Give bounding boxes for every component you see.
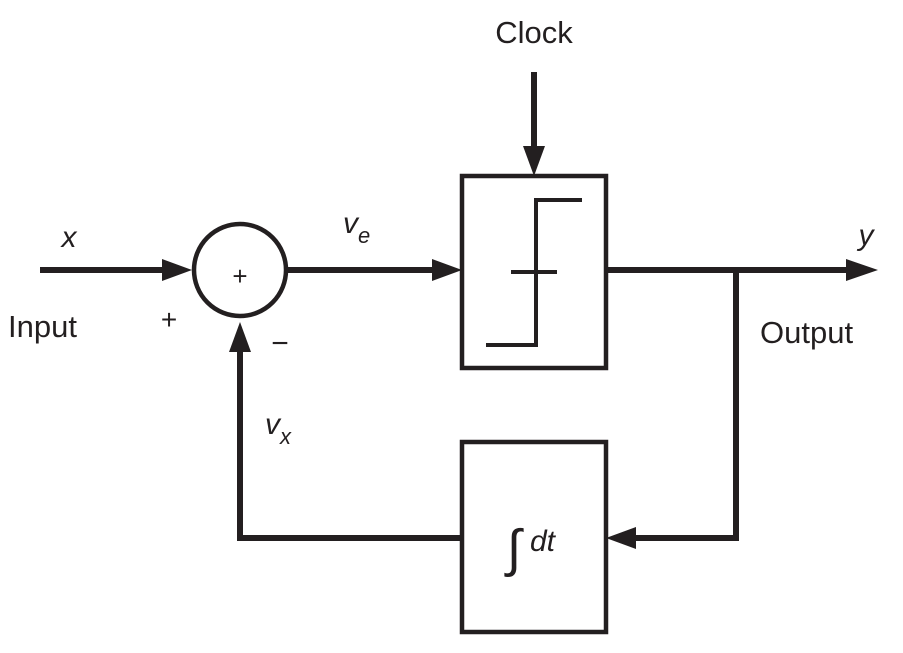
feedback-forward-wire (630, 270, 739, 541)
feedback-signal-base: v (265, 408, 282, 441)
input-variable-label: x (60, 221, 78, 254)
error-signal-label: ve (343, 207, 370, 248)
feedback-signal-label: vx (265, 408, 292, 449)
minus-sign-label: − (271, 327, 289, 360)
summing-junction (191, 221, 289, 319)
output-variable-label: y (857, 219, 876, 252)
feedback-signal-subscript: x (279, 424, 292, 449)
integrator-block (459, 439, 609, 635)
clock-label: Clock (495, 15, 573, 50)
integrator-dt-label: dt (530, 525, 557, 558)
feedback-return-wire (237, 350, 462, 541)
input-arrowhead (162, 259, 192, 281)
summer-feedback-arrowhead (229, 322, 251, 352)
input-label: Input (8, 309, 77, 344)
summer-plus-label: + (232, 261, 247, 291)
error-arrowhead (432, 259, 462, 281)
feedback-arrowhead (606, 527, 636, 549)
clock-arrowhead (523, 146, 545, 176)
output-arrowhead (846, 259, 878, 281)
error-signal-base: v (343, 207, 360, 240)
integral-icon: ∫ (504, 520, 524, 578)
plus-sign-label: + (161, 304, 177, 335)
error-signal-subscript: e (358, 223, 370, 248)
output-label: Output (760, 315, 853, 350)
